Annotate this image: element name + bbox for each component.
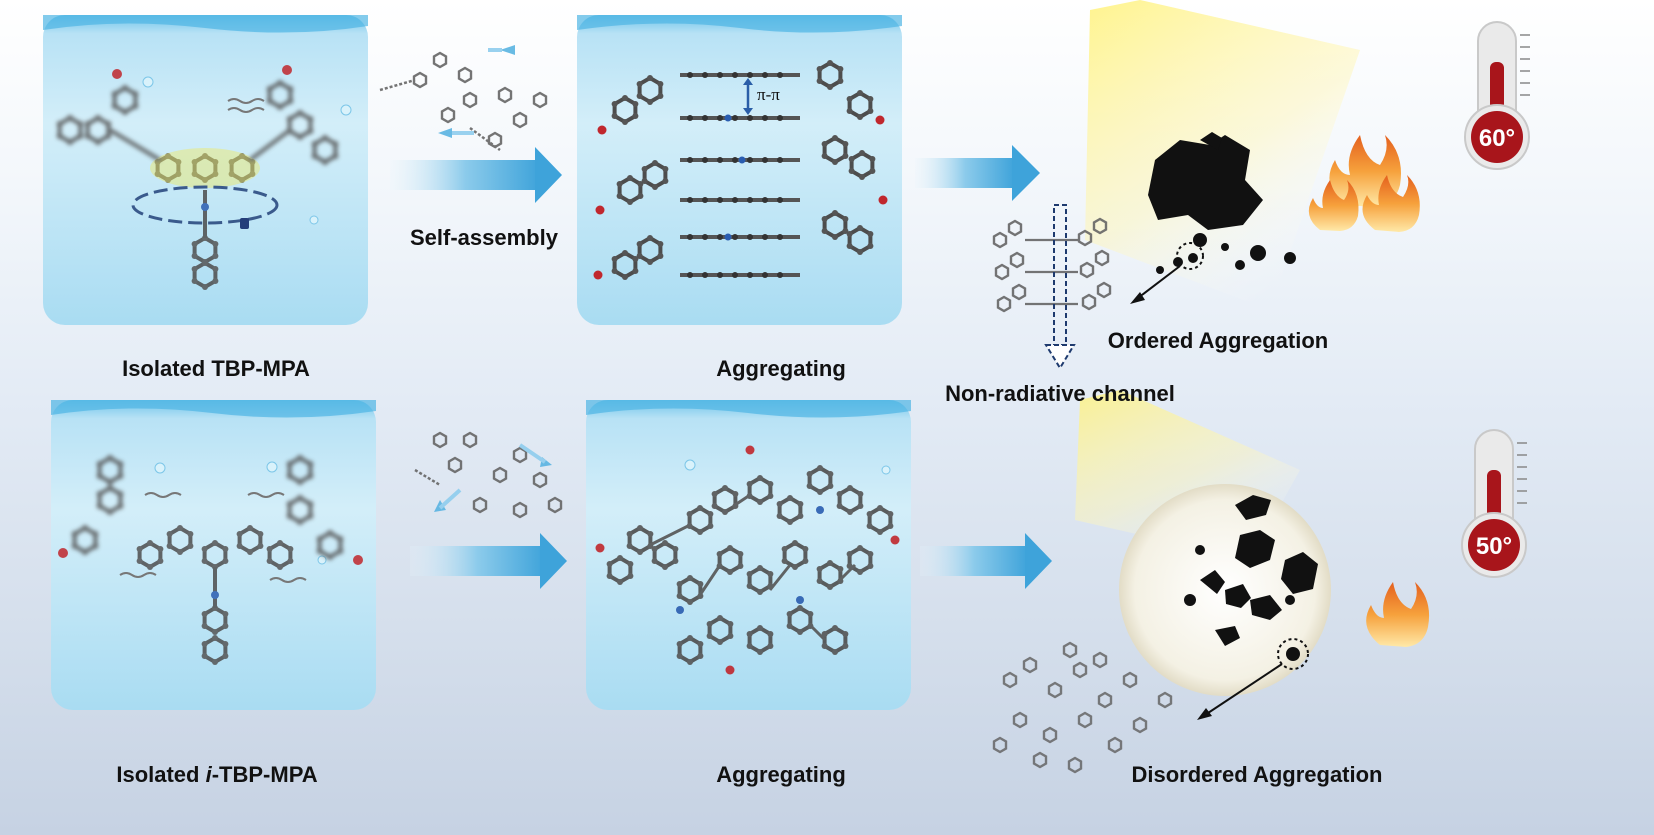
label-aggregating-top: Aggregating bbox=[716, 356, 846, 381]
thermometer-value-top: 60° bbox=[1479, 125, 1515, 152]
panel-isolated-i-tbp-mpa bbox=[51, 400, 376, 710]
label-isolated-prefix: Isolated bbox=[116, 762, 206, 787]
label-non-radiative-channel: Non-radiative channel bbox=[945, 381, 1175, 406]
molecule-cluster-bottom bbox=[414, 431, 563, 519]
arrow-to-ordered bbox=[915, 145, 1040, 201]
label-aggregating-bottom: Aggregating bbox=[716, 762, 846, 787]
non-radiative-channel-arrow bbox=[1044, 204, 1076, 370]
label-isolated-italic-i: i bbox=[205, 762, 212, 787]
ordered-powder bbox=[1148, 132, 1296, 274]
disordered-powder-dish bbox=[1119, 484, 1331, 696]
arrow-self-assembly bbox=[390, 147, 562, 203]
flame-icon-top bbox=[1308, 135, 1420, 232]
label-disordered-aggregation: Disordered Aggregation bbox=[1131, 762, 1383, 787]
thermometer-icon-top: 60° bbox=[1464, 21, 1530, 170]
label-self-assembly: Self-assembly bbox=[410, 225, 558, 250]
stacked-packing-motif bbox=[992, 217, 1112, 313]
flame-icon-bottom bbox=[1366, 582, 1430, 647]
panel-aggregating-disordered bbox=[586, 400, 911, 710]
arrow-bottom-2 bbox=[920, 533, 1052, 589]
label-isolated-suffix: -TBP-MPA bbox=[211, 762, 318, 787]
label-ordered-aggregation: Ordered Aggregation bbox=[1107, 328, 1329, 353]
thermometer-value-bottom: 50° bbox=[1476, 533, 1512, 560]
molecule-cluster-top bbox=[379, 45, 548, 152]
panel-isolated-tbp-mpa bbox=[43, 15, 368, 325]
label-pi-pi: π-π bbox=[757, 85, 780, 104]
arrow-bottom-1 bbox=[410, 533, 567, 589]
disordered-packing-motif bbox=[992, 641, 1173, 774]
thermometer-icon-bottom: 50° bbox=[1461, 429, 1527, 578]
label-isolated-tbp-mpa: Isolated TBP-MPA bbox=[122, 356, 310, 381]
label-isolated-i-tbp-mpa: Isolated i-TBP-MPA bbox=[116, 762, 317, 788]
panel-aggregating-ordered bbox=[577, 15, 902, 325]
